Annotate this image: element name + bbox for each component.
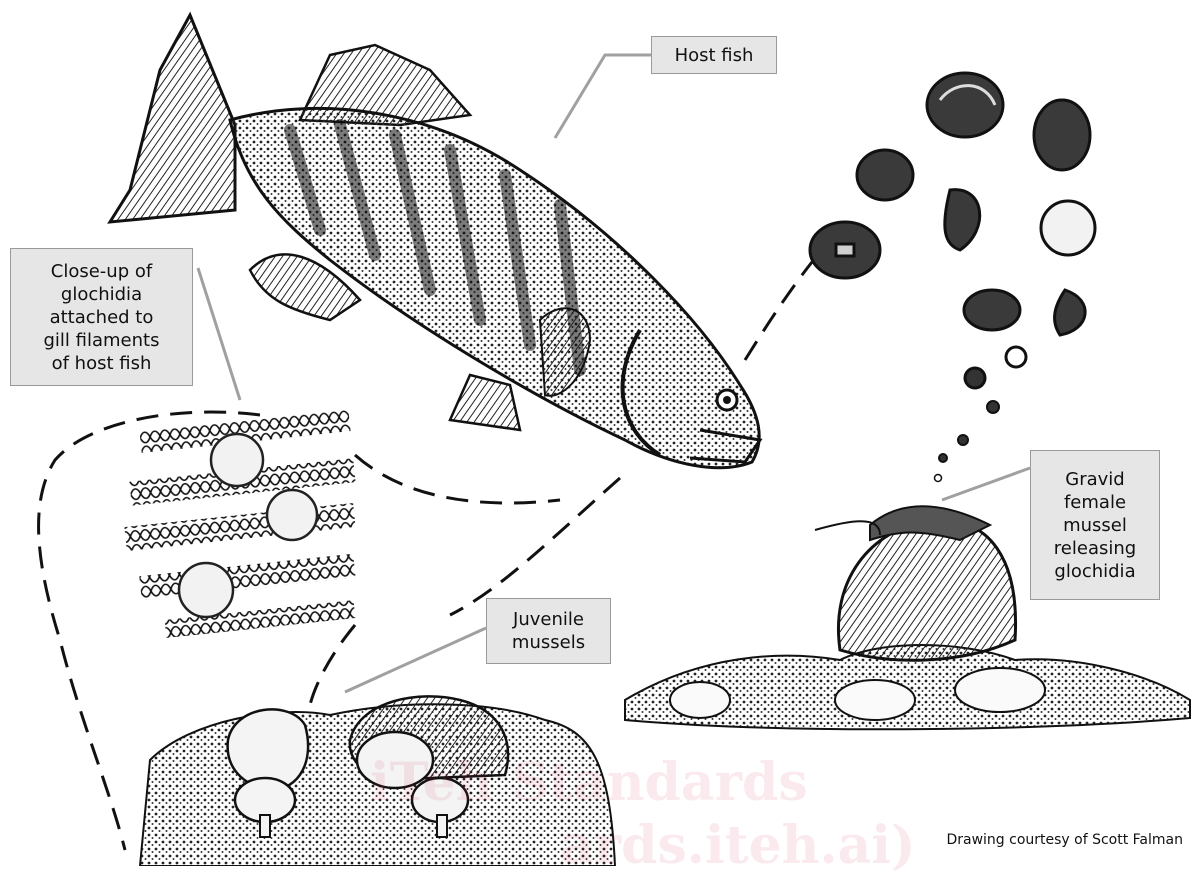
watermark-line2: ards.iteh.ai) [560,815,916,876]
gill-closeup-drawing [124,409,355,638]
drawing-credit: Drawing courtesy of Scott Falman [946,832,1183,848]
label-juvenile-mussels: Juvenile mussels [486,598,611,664]
host-fish-drawing [110,15,760,468]
glochidia-drawing [810,73,1095,482]
label-host-fish: Host fish [651,36,777,74]
label-closeup-glochidia: Close-up of glochidia attached to gill f… [10,248,193,386]
watermark-line1: iTeh Standards [370,752,808,813]
label-gravid-mussel: Gravid female mussel releasing glochidia [1030,450,1160,600]
